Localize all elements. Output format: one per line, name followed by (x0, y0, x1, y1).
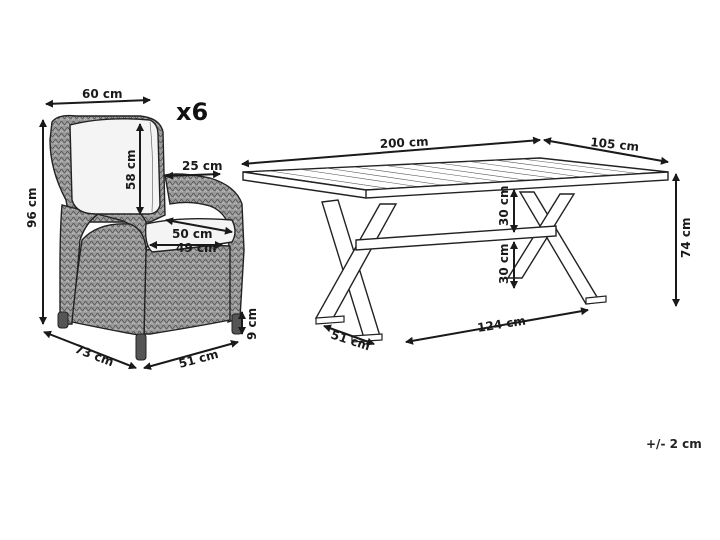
inner-length-arrow (405, 307, 589, 345)
quantity-badge: x6 (176, 98, 208, 126)
tabletop-slats (269, 158, 643, 190)
arm-width-label: 25 cm (182, 159, 223, 173)
chair-base-width-label: 51 cm (177, 347, 220, 371)
chair-base-width-arrow (143, 340, 239, 370)
table-width-label: 105 cm (590, 135, 640, 154)
chair-depth-label: 73 cm (73, 342, 116, 370)
seat-width-label: 49 cm (176, 241, 217, 255)
chair-depth-arrow (43, 330, 137, 370)
chair-leg (57, 311, 69, 329)
seat-depth-arrow (165, 217, 233, 235)
lower-clearance-label: 30 cm (497, 244, 511, 285)
back-height-label: 58 cm (124, 150, 138, 191)
table-illustration (242, 157, 669, 343)
armchair-illustration (49, 114, 245, 361)
upper-clearance-label: 30 cm (497, 186, 511, 227)
chair-width-top-label: 60 cm (82, 87, 123, 101)
table-back-x-leg (506, 191, 607, 305)
chair-leg (231, 313, 243, 335)
chair-side-panel (71, 223, 147, 337)
table-front-x-leg (314, 199, 398, 343)
arm-width-arrow (165, 170, 221, 180)
cushion-seam (149, 121, 153, 213)
leg-height-label: 9 cm (245, 308, 259, 340)
table-height-label: 74 cm (679, 218, 693, 259)
seat-depth-label: 50 cm (172, 227, 213, 241)
inner-length-label: 124 cm (476, 313, 526, 334)
table-length-label: 200 cm (379, 134, 429, 151)
chair-height-label: 96 cm (25, 188, 39, 229)
chair-back-cushion (69, 118, 161, 215)
foot-width-arrow (323, 324, 375, 346)
table-stretcher (355, 225, 557, 251)
chair-width-top-arrow (45, 96, 151, 108)
table-length-arrow (241, 136, 541, 168)
tolerance-note: +/- 2 cm (646, 437, 702, 451)
chair-leg (135, 333, 147, 361)
chair-front-panel (143, 244, 231, 335)
table-width-arrow (543, 137, 669, 165)
